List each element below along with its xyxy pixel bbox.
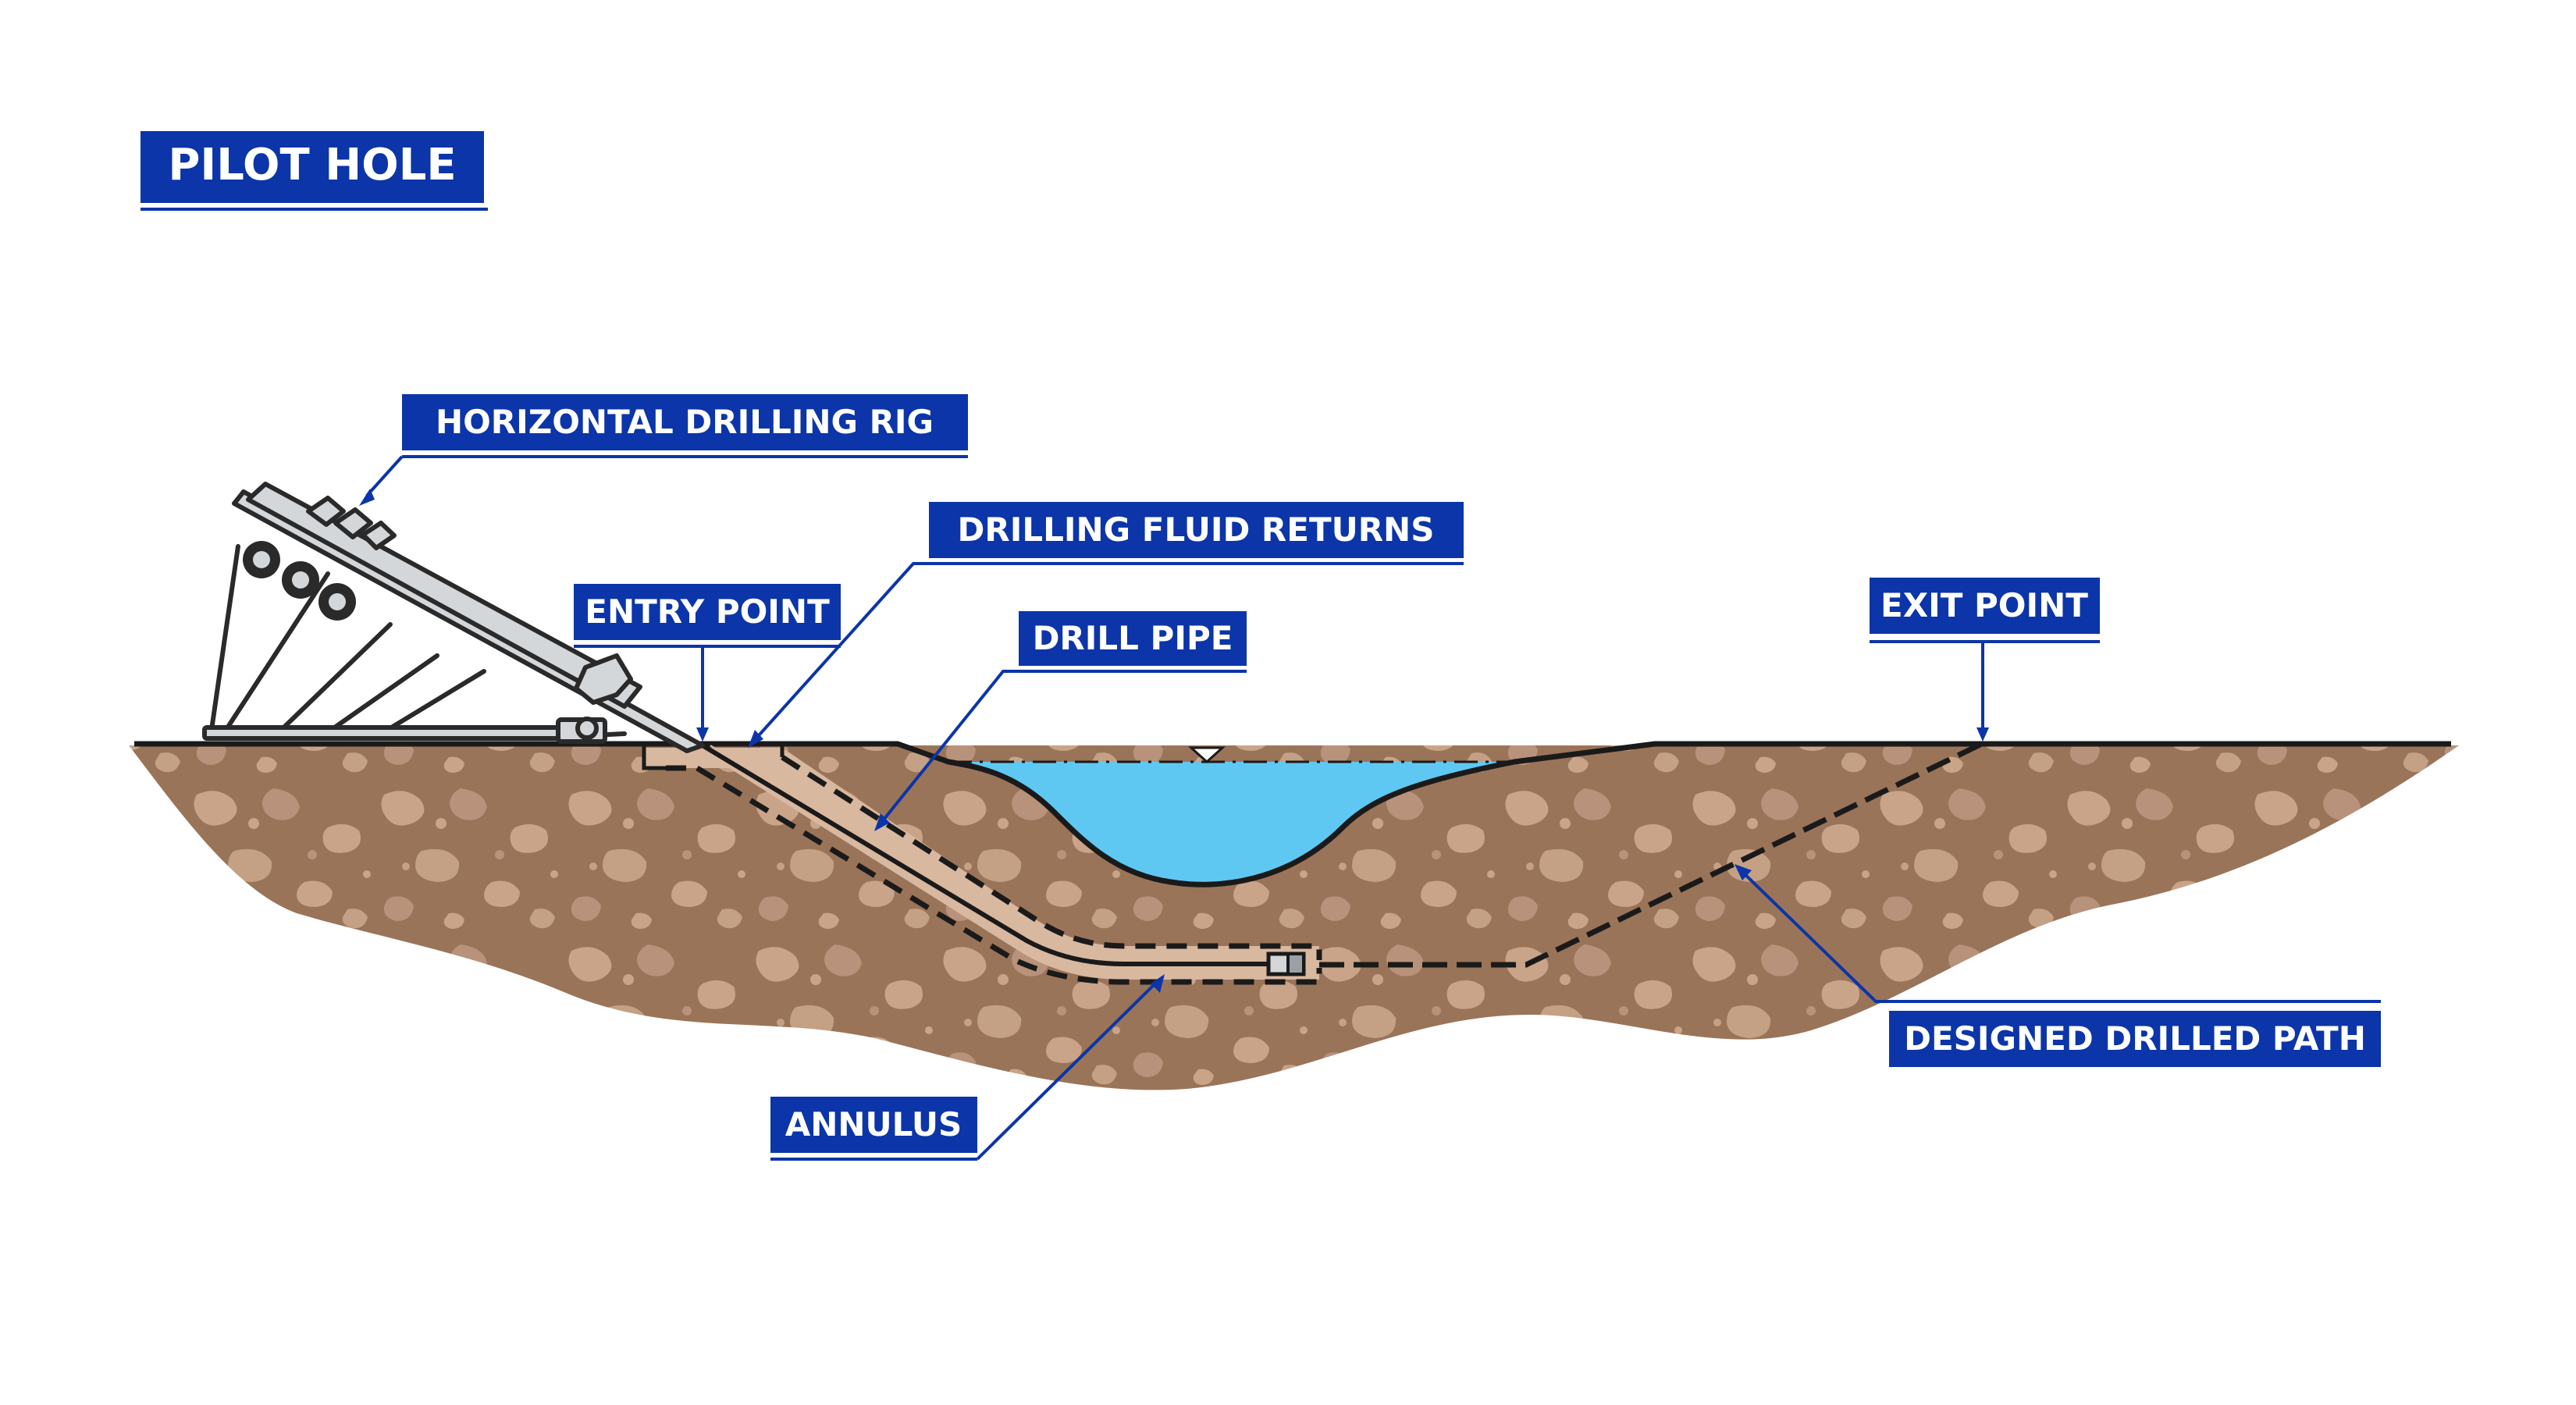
drill-pipe-leader xyxy=(879,670,1019,825)
river-water xyxy=(948,762,1514,885)
annulus-label: ANNULUS xyxy=(770,1097,977,1161)
exit-point-label-text: EXIT POINT xyxy=(1880,586,2088,624)
drill-pipe-arrowhead xyxy=(874,813,890,831)
drill-bit-tip xyxy=(1286,952,1305,976)
annulus-label-text: ANNULUS xyxy=(785,1105,962,1144)
designed-path-arrowhead xyxy=(1735,864,1752,880)
designed-drilled-path xyxy=(1319,738,1988,968)
designed-path-leader xyxy=(1739,869,1889,1003)
annulus-arrowhead xyxy=(1151,974,1165,993)
entry-point-label: ENTRY POINT xyxy=(574,584,841,648)
water-level-symbol xyxy=(1188,746,1226,764)
designed-path-label: DESIGNED DRILLED PATH xyxy=(1889,1000,2381,1067)
soil-ground xyxy=(129,745,2459,1090)
drill-pipe-inner xyxy=(710,745,1268,961)
annulus-leader xyxy=(976,980,1158,1161)
drill-pipe xyxy=(701,743,1268,966)
exit-point-label: EXIT POINT xyxy=(1870,578,2100,643)
fluid-returns-label: DRILLING FLUID RETURNS xyxy=(929,502,1464,565)
rig-leader xyxy=(365,455,404,497)
fluid-returns-label-text: DRILLING FLUID RETURNS xyxy=(958,510,1435,549)
fluid-returns-leader xyxy=(752,562,929,743)
entry-point-arrowhead xyxy=(696,727,709,742)
title-label: PILOT HOLE xyxy=(141,131,488,211)
designed-path-label-text: DESIGNED DRILLED PATH xyxy=(1904,1019,2366,1058)
entry-point-label-text: ENTRY POINT xyxy=(585,592,830,631)
horizontal-drilling-rig xyxy=(202,482,705,753)
drill-pipe-label: DRILL PIPE xyxy=(1019,611,1247,673)
fluid-returns-arrowhead xyxy=(748,730,763,748)
exit-point-arrowhead xyxy=(1976,727,1989,742)
leader-lines xyxy=(359,455,1989,1161)
bore-annulus xyxy=(697,748,1319,980)
rig-label-text: HORIZONTAL DRILLING RIG xyxy=(436,403,934,441)
rig-leader-arrowhead xyxy=(359,489,375,506)
drill-pipe-label-text: DRILL PIPE xyxy=(1033,619,1233,657)
annulus-lower-wall xyxy=(666,765,1322,985)
entry-pit-outline xyxy=(642,744,666,770)
annulus-upper-wall xyxy=(781,755,1322,960)
page-title: PILOT HOLE xyxy=(168,140,456,190)
rig-label: HORIZONTAL DRILLING RIG xyxy=(402,394,968,458)
